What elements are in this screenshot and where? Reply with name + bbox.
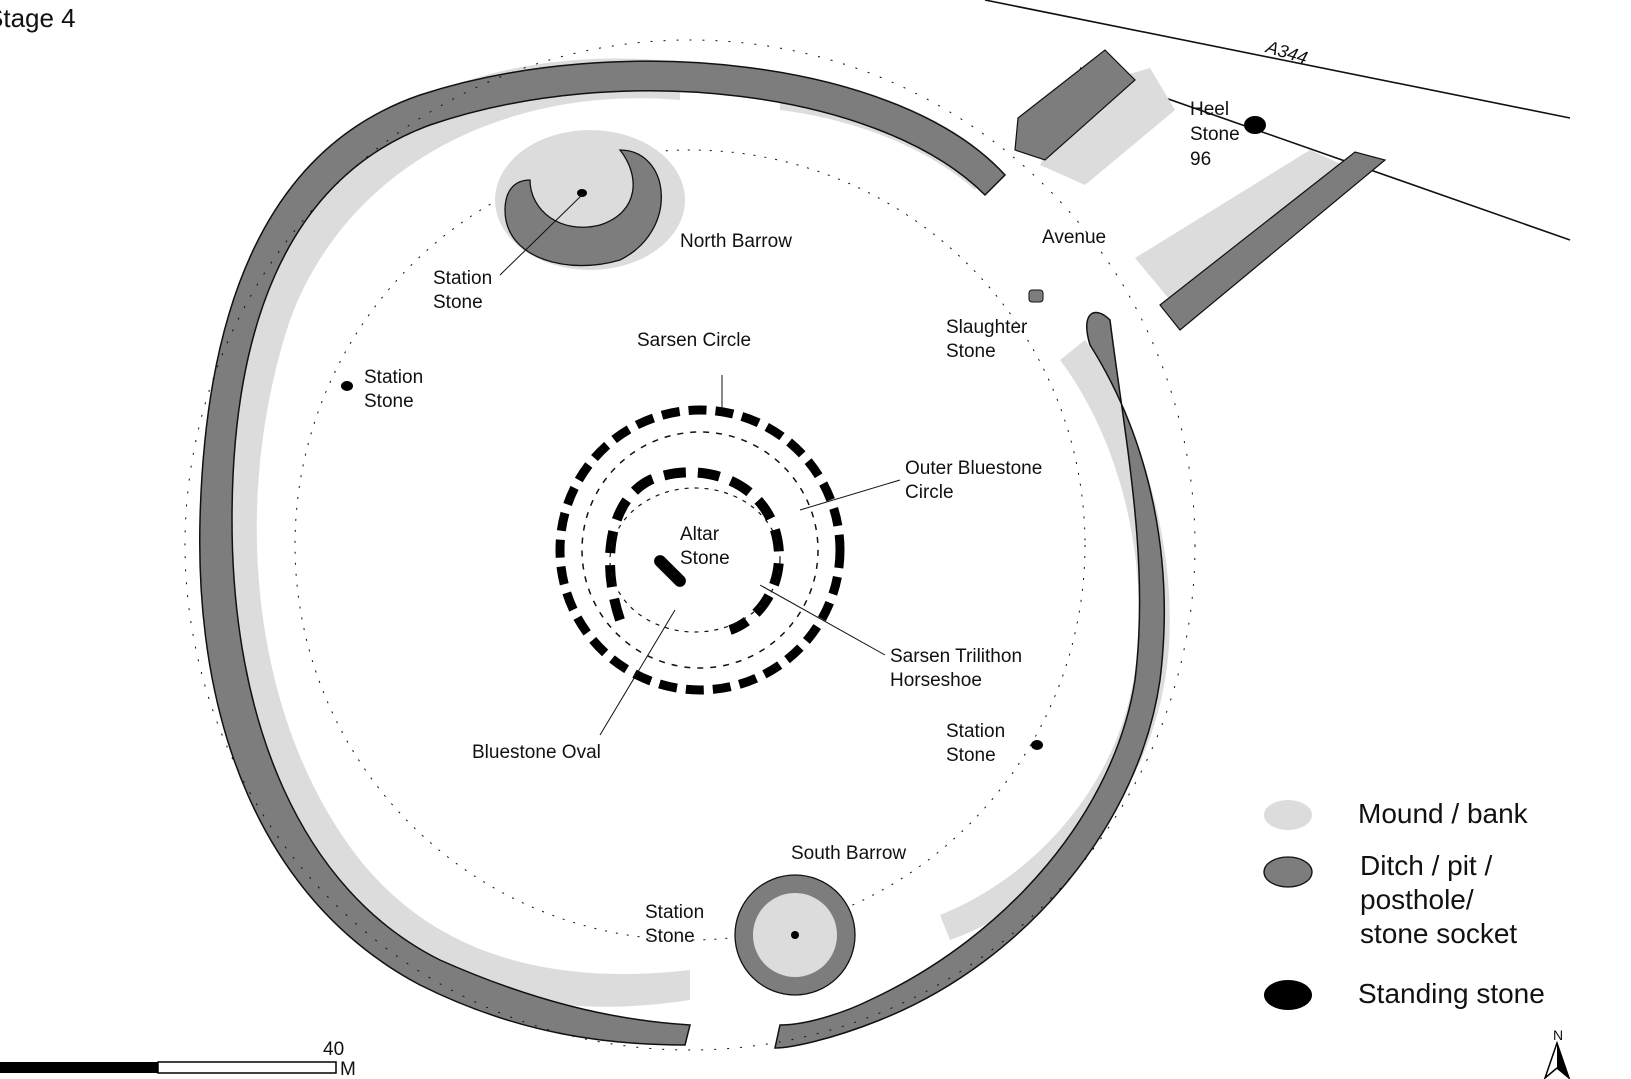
legend: Mound / bank Ditch / pit / posthole/ sto…	[1263, 798, 1545, 1010]
avenue-bank-south	[1135, 150, 1350, 300]
label-avenue: Avenue	[1042, 227, 1106, 248]
label-heel-stone-3: 96	[1190, 149, 1211, 170]
bank-east	[940, 340, 1170, 940]
henge-ditch	[198, 60, 1165, 1049]
legend-label-ditch-3: stone socket	[1360, 918, 1517, 949]
legend-label-mound: Mound / bank	[1358, 798, 1529, 829]
sarsen-circle-ring	[555, 405, 845, 695]
label-station-stone-w-2: Stone	[364, 391, 414, 412]
slaughter-stone	[1028, 289, 1044, 303]
label-station-stone-s-2: Stone	[645, 926, 695, 947]
station-stone-southeast	[1031, 740, 1043, 750]
label-altar-stone-2: Stone	[680, 548, 730, 569]
avenue-ditch-north	[1014, 49, 1136, 161]
label-sarsen-circle: Sarsen Circle	[637, 330, 751, 351]
heel-stone	[1244, 116, 1266, 134]
label-slaughter-stone-2: Stone	[946, 341, 996, 362]
plan-title: Stage 4	[0, 3, 76, 33]
legend-swatch-ditch	[1263, 856, 1313, 888]
label-heel-stone-2: Stone	[1190, 124, 1240, 145]
sarsen-trilithon-horseshoe-arc	[605, 467, 784, 635]
north-arrow: N	[1543, 1027, 1571, 1079]
bluestone-oval-ring	[609, 487, 781, 633]
north-barrow	[495, 130, 685, 276]
legend-swatch-mound	[1264, 800, 1312, 830]
label-bluestone-oval: Bluestone Oval	[472, 742, 601, 763]
label-south-barrow: South Barrow	[791, 843, 906, 864]
legend-swatch-stone	[1264, 980, 1312, 1010]
label-trilithon-1: Sarsen Trilithon	[890, 646, 1022, 667]
road-edge-north	[984, 0, 1571, 119]
scale-bar: 40 M	[0, 1039, 356, 1079]
label-station-stone-s-1: Station	[645, 902, 704, 923]
label-station-stone-nw-1: Station	[433, 268, 492, 289]
legend-label-ditch-1: Ditch / pit /	[1360, 850, 1492, 881]
outer-bluestone-leader	[799, 479, 901, 511]
road-label: A344	[1263, 36, 1310, 68]
trilithon-leader	[759, 584, 886, 656]
label-station-stone-se-1: Station	[946, 721, 1005, 742]
station-stone-south-barrow	[791, 931, 799, 939]
ditch-west	[198, 60, 1007, 1046]
altar-stone	[654, 555, 686, 587]
legend-label-stone: Standing stone	[1358, 978, 1545, 1009]
outer-bluestone-circle-ring	[581, 431, 819, 669]
central-monument	[555, 375, 901, 736]
avenue	[1014, 49, 1387, 331]
label-heel-stone-1: Heel	[1190, 99, 1229, 120]
label-station-stone-nw-2: Stone	[433, 292, 483, 313]
standing-stones	[341, 116, 1266, 750]
south-barrow	[734, 874, 856, 996]
station-stone-leader-nw	[499, 194, 583, 276]
label-outer-bluestone-2: Circle	[905, 482, 954, 503]
label-altar-stone-1: Altar	[680, 524, 720, 545]
bluestone-oval-leader	[599, 609, 676, 736]
avenue-ditch-south	[1159, 151, 1387, 331]
label-station-stone-se-2: Stone	[946, 745, 996, 766]
station-stone-west	[341, 381, 353, 391]
north-barrow-ditch	[504, 149, 662, 267]
scale-bar-value: 40	[323, 1039, 344, 1060]
inner-hachure-ring	[294, 149, 1086, 941]
scale-bar-unit: M	[340, 1059, 356, 1079]
legend-label-ditch-2: posthole/	[1360, 884, 1474, 915]
label-trilithon-2: Horseshoe	[890, 670, 982, 691]
ditch-east	[774, 311, 1165, 1049]
scale-bar-black	[0, 1062, 158, 1073]
scale-bar-white	[157, 1061, 337, 1074]
north-arrow-label: N	[1553, 1027, 1563, 1043]
label-station-stone-w-1: Station	[364, 367, 423, 388]
north-arrow-fill-icon	[1557, 1043, 1569, 1078]
label-north-barrow: North Barrow	[680, 231, 792, 252]
outer-hachure-ring	[184, 39, 1196, 1051]
station-stone-north-barrow	[577, 189, 587, 197]
label-outer-bluestone-1: Outer Bluestone	[905, 458, 1042, 479]
label-slaughter-stone-1: Slaughter	[946, 317, 1028, 338]
plan-labels: Heel Stone 96 Avenue North Barrow Statio…	[364, 99, 1240, 947]
